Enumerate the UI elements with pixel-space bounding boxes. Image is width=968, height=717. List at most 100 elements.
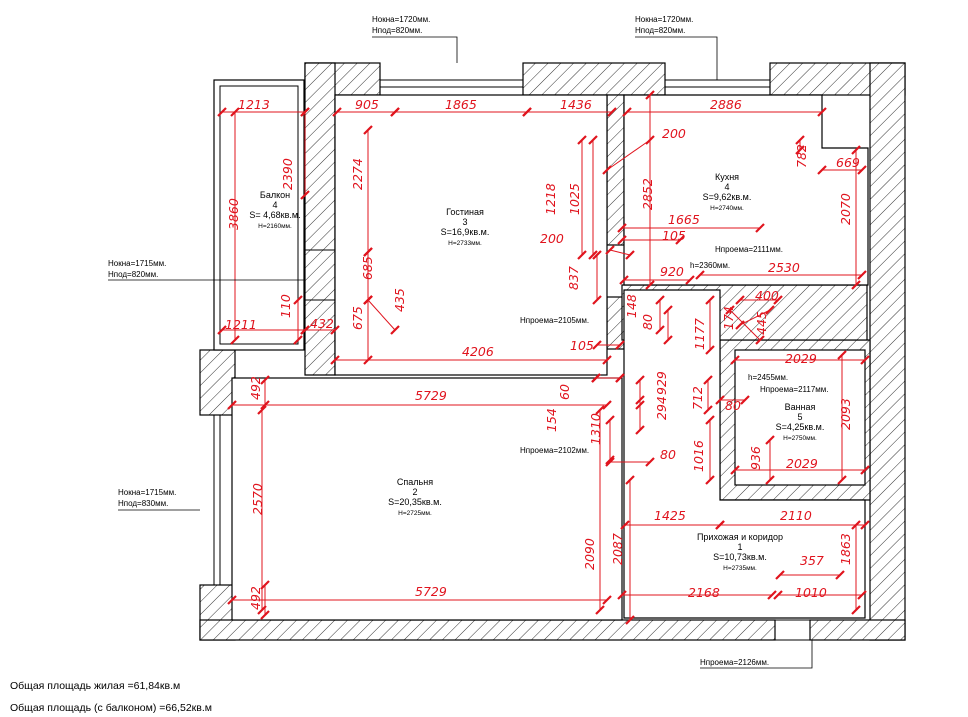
room-area: S=4,25кв.м. <box>776 422 825 432</box>
note-leader <box>700 640 813 669</box>
windows <box>304 79 811 641</box>
note-door-bottom: Нпроема=2126мм. <box>700 640 813 669</box>
dimension-tick <box>851 280 861 290</box>
dimension-tick <box>595 405 605 415</box>
dimension-tick <box>330 325 340 335</box>
note-line-1: Нпроема=2126мм. <box>700 658 769 667</box>
dimension-56: 357 <box>775 553 845 580</box>
dimension-50: 1016 <box>691 415 715 485</box>
dimension-tick <box>260 580 270 590</box>
dimension-value: 920 <box>660 264 684 279</box>
dimension-tick <box>765 305 775 315</box>
dimension-value: 929 <box>654 371 669 395</box>
dimension-value: 782 <box>794 144 809 168</box>
dimension-value: 357 <box>800 553 824 568</box>
dimension-tick <box>635 425 645 435</box>
dimension-26: 110 <box>278 294 303 345</box>
dimension-value: 669 <box>836 155 860 170</box>
room-height: H=2735мм. <box>723 565 757 572</box>
dimension-tick <box>837 475 847 485</box>
dimension-16: 1665 <box>617 212 765 233</box>
note-line-1: Нокна=1720мм. <box>635 15 693 24</box>
dimension-tick <box>655 325 665 335</box>
dimension-tick <box>595 605 605 615</box>
dimension-37: 5729 <box>227 388 612 410</box>
dimension-tick <box>602 400 612 410</box>
note-line-1: h=2455мм. <box>748 373 788 382</box>
dimension-value: 2886 <box>710 97 742 112</box>
dimension-value: 2570 <box>250 483 265 515</box>
dimension-value: 105 <box>570 338 594 353</box>
dimension-value: 435 <box>392 288 407 312</box>
dimension-tick <box>773 590 783 600</box>
note-line-1: Нокна=1715мм. <box>108 259 166 268</box>
dimension-49: 80 <box>605 447 676 467</box>
dimension-tick <box>817 165 827 175</box>
room-height: H=2725мм. <box>398 510 432 517</box>
note-door-kitchen: Нпроема=2111мм. <box>715 245 783 254</box>
dimension-55: 2087 <box>610 475 635 625</box>
dimension-line <box>739 309 771 326</box>
dimension-tick <box>522 107 532 117</box>
dimension-14: 2852 <box>640 90 655 290</box>
dimension-value: 110 <box>278 294 293 318</box>
room-area: S= 4,68кв.м. <box>249 210 300 220</box>
dimension-61: 1010 <box>773 585 867 600</box>
dimension-23: 435 <box>363 288 407 335</box>
dimension-tick <box>705 415 715 425</box>
note-h-bath: h=2455мм. <box>748 373 788 382</box>
dimension-tick <box>230 335 240 345</box>
dimension-value: 1665 <box>668 212 700 227</box>
note-line-1: Нпроема=2102мм. <box>520 446 589 455</box>
dimension-tick <box>663 335 673 345</box>
dimension-value: 148 <box>624 294 639 318</box>
dimension-tick <box>363 125 373 135</box>
dimension-30: 148 <box>624 294 665 335</box>
dimension-tick <box>390 107 400 117</box>
note-win-top-left: Нокна=1720мм.Нпод=820мм. <box>372 15 458 63</box>
dimension-tick <box>605 245 615 255</box>
total-area-with-balcony: Общая площадь (с балконом) =66,52кв.м <box>10 702 212 714</box>
note-leader <box>372 36 458 63</box>
dimension-tick <box>592 295 602 305</box>
note-door-living: Нпроема=2105мм. <box>520 316 589 325</box>
room-area: S=9,62кв.м. <box>703 192 752 202</box>
annotation-notes: Нокна=1720мм.Нпод=820мм.Нокна=1720мм.Нпо… <box>108 15 829 669</box>
dimension-59: 492 <box>248 580 270 620</box>
dimension-tick <box>851 145 861 155</box>
dimension-44: 80 <box>715 395 750 413</box>
dimension-tick <box>330 355 340 365</box>
dimension-tick <box>730 465 740 475</box>
dimension-value: 837 <box>566 266 581 290</box>
dimension-28: 4206 <box>330 344 612 365</box>
dimension-46: 2093 <box>837 350 853 485</box>
rooms <box>213 79 869 621</box>
dimension-tick <box>635 395 645 405</box>
dimension-7: 782 <box>794 135 809 168</box>
dimension-value: 492 <box>248 376 263 400</box>
dimension-line <box>729 309 761 341</box>
dimension-tick <box>605 415 615 425</box>
dimension-value: 712 <box>690 386 705 410</box>
room-name: Кухня <box>715 172 739 182</box>
dimension-line <box>609 249 631 256</box>
dimension-tick <box>635 375 645 385</box>
dimension-tick <box>257 405 267 415</box>
dimension-tick <box>602 165 612 175</box>
dimension-35: 400 <box>735 288 783 305</box>
dimension-47: 936 <box>748 435 775 485</box>
dimension-tick <box>260 400 270 410</box>
dimension-value: 1310 <box>588 413 603 445</box>
dimension-line <box>367 299 396 331</box>
dimension-tick <box>620 520 630 530</box>
room-name: Ванная <box>785 402 816 412</box>
total-living-area: Общая площадь жилая =61,84кв.м <box>10 680 181 692</box>
dimension-27: 432 <box>300 316 340 335</box>
note-line-2: Нпод=820мм. <box>108 270 158 279</box>
dimension-22: 685 <box>360 247 375 305</box>
dimension-tick <box>577 250 587 260</box>
dimension-45: 1310 <box>588 413 615 465</box>
dimension-tick <box>605 457 615 467</box>
